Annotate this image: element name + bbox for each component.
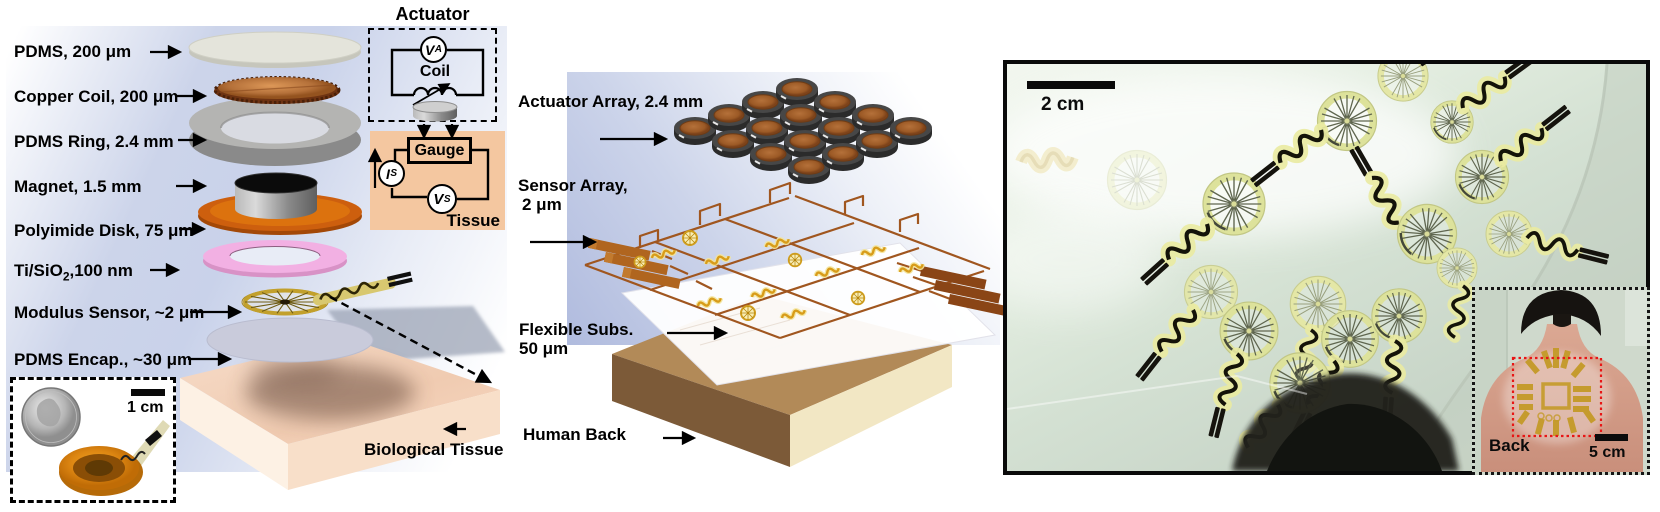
coin-device-photo-art — [21, 387, 170, 496]
inset-scale-bar — [1595, 434, 1628, 441]
glove-shadow — [1232, 373, 1459, 471]
gauge-box: Gauge — [407, 137, 472, 164]
pdms-film-patch — [1503, 352, 1611, 444]
back-photo-art — [1475, 290, 1647, 472]
back-inset-scale-label: 5 cm — [1589, 444, 1626, 461]
layer-label-pdms-encap: PDMS Encap., ~30 μm — [14, 350, 193, 369]
human-back-label: Human Back — [523, 425, 626, 444]
circuit-title: Actuator — [395, 4, 470, 24]
surface-crease — [1007, 374, 1308, 410]
red-annotation-box — [1511, 356, 1603, 438]
photo-scale-bar — [1027, 81, 1115, 89]
inset-scale-bar — [131, 389, 165, 396]
layer-label-modulus-sensor: Modulus Sensor, ~2 μm — [14, 303, 205, 322]
layer-label-pdms: PDMS, 200 μm — [14, 42, 132, 61]
inset-scale-label: 1 cm — [127, 399, 164, 416]
layer-label-polyimide: Polyimide Disk, 75 μm — [14, 221, 194, 240]
actuator-array-label: Actuator Array, 2.4 mm — [518, 92, 704, 111]
layer-label-copper-coil: Copper Coil, 200 μm — [14, 87, 179, 106]
photo-scale-label: 2 cm — [1041, 94, 1085, 115]
layer-label-pdms-ring: PDMS Ring, 2.4 mm — [14, 132, 174, 151]
back-inset-label: Back — [1489, 436, 1530, 455]
sensor-array-label: Sensor Array, 2 μm — [518, 176, 628, 214]
coin-photo-inset: 1 cm — [10, 377, 176, 503]
middle-panel-gradient — [567, 72, 1000, 345]
layer-label-ti-sio2: Ti/SiO2,100 nm — [14, 261, 133, 284]
hair — [1521, 290, 1601, 336]
gold-device-pattern — [1516, 348, 1596, 436]
back-photo-inset: Back 5 cm — [1472, 287, 1650, 475]
layer-label-magnet: Magnet, 1.5 mm — [14, 177, 142, 196]
flexible-substrate-label: Flexible Subs. 50 μm — [519, 320, 634, 358]
circuit-tissue-label: Tissue — [446, 211, 500, 230]
coil-label: Coil — [419, 63, 451, 80]
biological-tissue-label: Biological Tissue — [364, 440, 504, 459]
